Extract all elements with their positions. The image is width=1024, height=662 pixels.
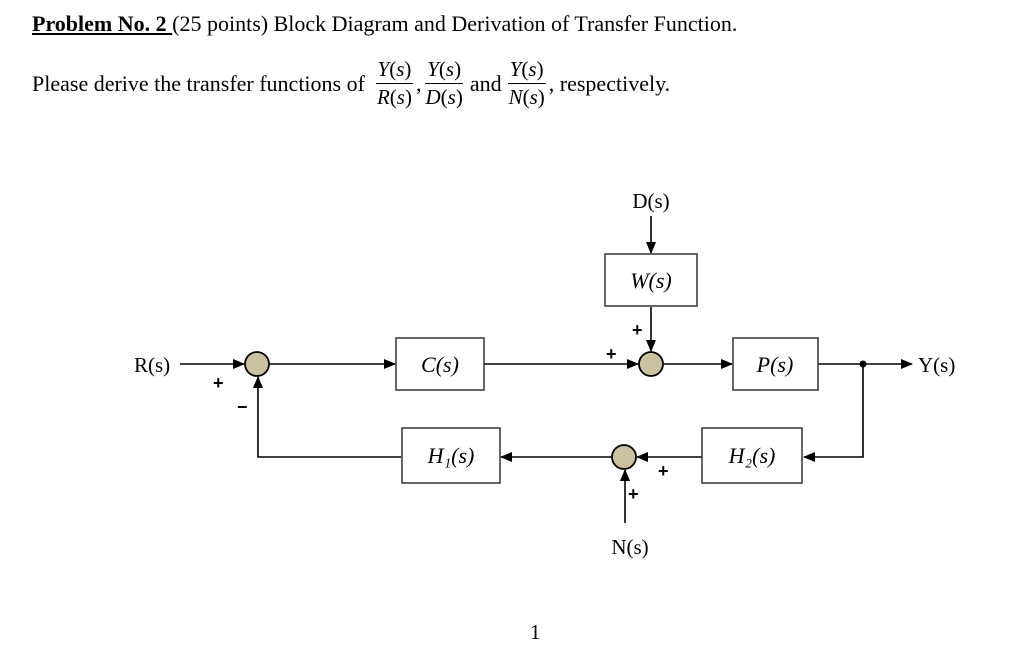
problem-description: (25 points) Block Diagram and Derivation… (172, 11, 738, 36)
sign-sum2-forward: + (606, 344, 617, 364)
summing-junction-2 (638, 351, 664, 377)
block-feedback-2-label: H₂(s) (728, 443, 776, 468)
problem-heading: Problem No. 2 (32, 11, 173, 36)
question-suffix: , respectively. (548, 70, 671, 96)
fraction-y-over-d: Y(s) D(s) (425, 57, 464, 110)
problem-title: Problem No. 2 (25 points) Block Diagram … (32, 11, 737, 37)
sign-sum2-disturbance: + (632, 320, 643, 340)
block-feedback-2 (701, 427, 803, 484)
page-number: 1 (530, 620, 541, 644)
block-controller-label: C(s) (421, 352, 459, 377)
block-feedback-1 (401, 427, 501, 484)
question-prefix: Please derive the transfer functions of (32, 70, 365, 96)
wire-pickoff-to-h2 (803, 364, 864, 462)
pickoff-point (859, 360, 867, 368)
sign-sum3-noise: + (628, 484, 639, 504)
signal-noise-label: N(s) (611, 535, 648, 559)
block-controller (395, 337, 485, 391)
question-text: Please derive the transfer functions of … (32, 57, 671, 110)
and-word: and (469, 70, 502, 96)
sign-sum1-feedback: − (237, 397, 248, 417)
wire-h1-to-sum1 (253, 376, 401, 458)
signal-input-label: R(s) (134, 353, 170, 377)
block-disturbance-filter (604, 253, 698, 307)
block-plant (732, 337, 819, 391)
fraction-y-over-n: Y(s) N(s) (507, 57, 546, 110)
signal-disturbance-label: D(s) (632, 189, 669, 213)
sign-sum1-input: + (213, 373, 224, 393)
summing-junction-3 (611, 444, 637, 470)
sign-sum3-feedback: + (658, 461, 669, 481)
block-plant-label: P(s) (756, 352, 794, 377)
block-feedback-1-label: H₁(s) (427, 443, 475, 468)
summing-junction-1 (244, 351, 270, 377)
block-disturbance-filter-label: W(s) (630, 268, 672, 293)
fraction-y-over-r: Y(s) R(s) (375, 57, 414, 110)
comma: , (415, 70, 422, 96)
signal-output-label: Y(s) (918, 353, 955, 377)
